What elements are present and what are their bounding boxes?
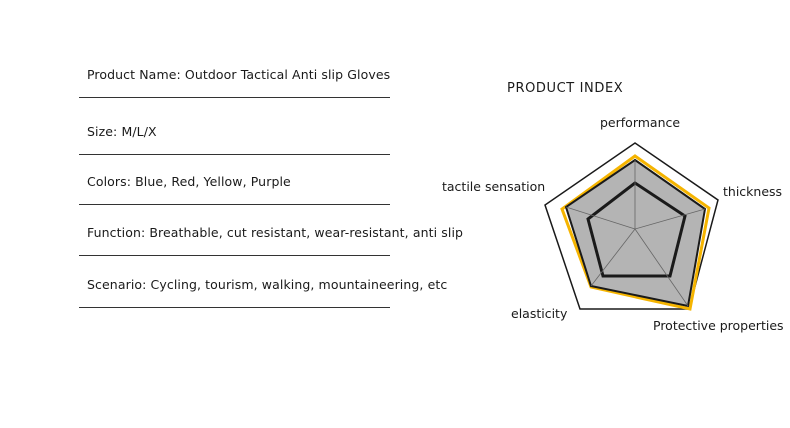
spec-colors: Colors: Blue, Red, Yellow, Purple: [87, 174, 291, 189]
radar-spokes: [565, 160, 706, 307]
radar-series-outline: [560, 154, 711, 311]
axis-label-elasticity: elasticity: [511, 306, 568, 321]
spec-row-product-name: Product Name: Outdoor Tactical Anti slip…: [79, 57, 390, 98]
spec-row-scenario: Scenario: Cycling, tourism, walking, mou…: [79, 267, 447, 308]
radar-inner-ring: [586, 181, 687, 278]
spec-size: Size: M/L/X: [87, 124, 157, 139]
product-index-title: PRODUCT INDEX: [507, 81, 624, 96]
spec-function: Function: Breathable, cut resistant, wea…: [87, 225, 464, 240]
spec-row-size: Size: M/L/X: [79, 114, 390, 155]
radar-outer-frame: [544, 142, 719, 310]
axis-label-tactile-sensation: tactile sensation: [442, 179, 546, 194]
spec-row-function: Function: Breathable, cut resistant, wea…: [79, 215, 463, 256]
axis-label-thickness: thickness: [723, 184, 783, 199]
axis-label-protective-properties: Protective properties: [653, 318, 784, 333]
axis-label-performance: performance: [600, 115, 681, 130]
spec-row-colors: Colors: Blue, Red, Yellow, Purple: [79, 164, 390, 205]
spec-product-name: Product Name: Outdoor Tactical Anti slip…: [87, 67, 391, 82]
spec-scenario: Scenario: Cycling, tourism, walking, mou…: [87, 277, 448, 292]
